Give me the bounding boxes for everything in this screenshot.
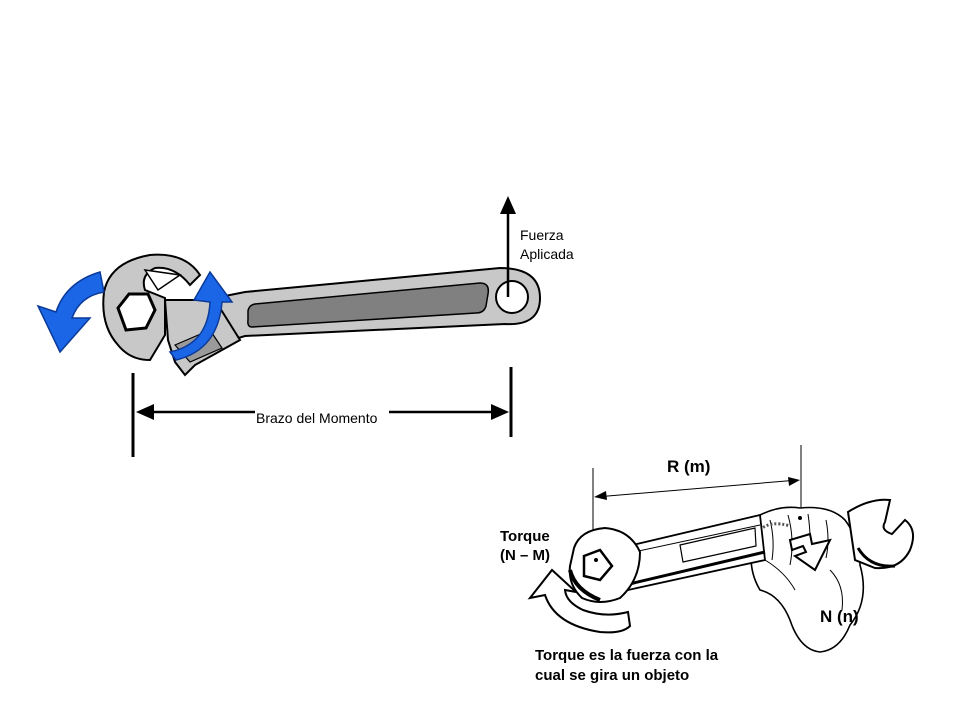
adjustable-wrench-diagram: Fuerza Aplicada Brazo del Momento	[36, 196, 574, 457]
rotation-arrow-right	[168, 270, 234, 361]
newton-label: N (n)	[820, 607, 859, 626]
handle-hole	[495, 280, 529, 314]
torque-label-line1: Torque	[500, 528, 550, 545]
rotation-arrow-left	[36, 271, 105, 354]
hand-fist	[750, 506, 865, 653]
arm-label-bg	[255, 404, 389, 422]
hand-wrench-diagram: R (m) Torque (N –	[500, 445, 915, 684]
torque-label-line2: (N – M)	[500, 547, 550, 564]
caption-line1: Torque es la fuerza con la	[535, 647, 719, 664]
torque-rotation-arrow	[527, 568, 632, 634]
force-label-line1: Fuerza	[520, 227, 564, 243]
force-arrow-down	[788, 532, 832, 572]
open-end-wrench	[568, 498, 915, 603]
wrench-handle	[203, 266, 542, 347]
radius-label: R (m)	[667, 457, 710, 476]
caption-line2: cual se gira un objeto	[535, 667, 689, 684]
force-label-line2: Aplicada	[520, 246, 574, 262]
applied-force-arrow	[500, 196, 516, 297]
hex-nut	[116, 292, 157, 332]
moment-arm-label: Brazo del Momento	[256, 410, 378, 426]
